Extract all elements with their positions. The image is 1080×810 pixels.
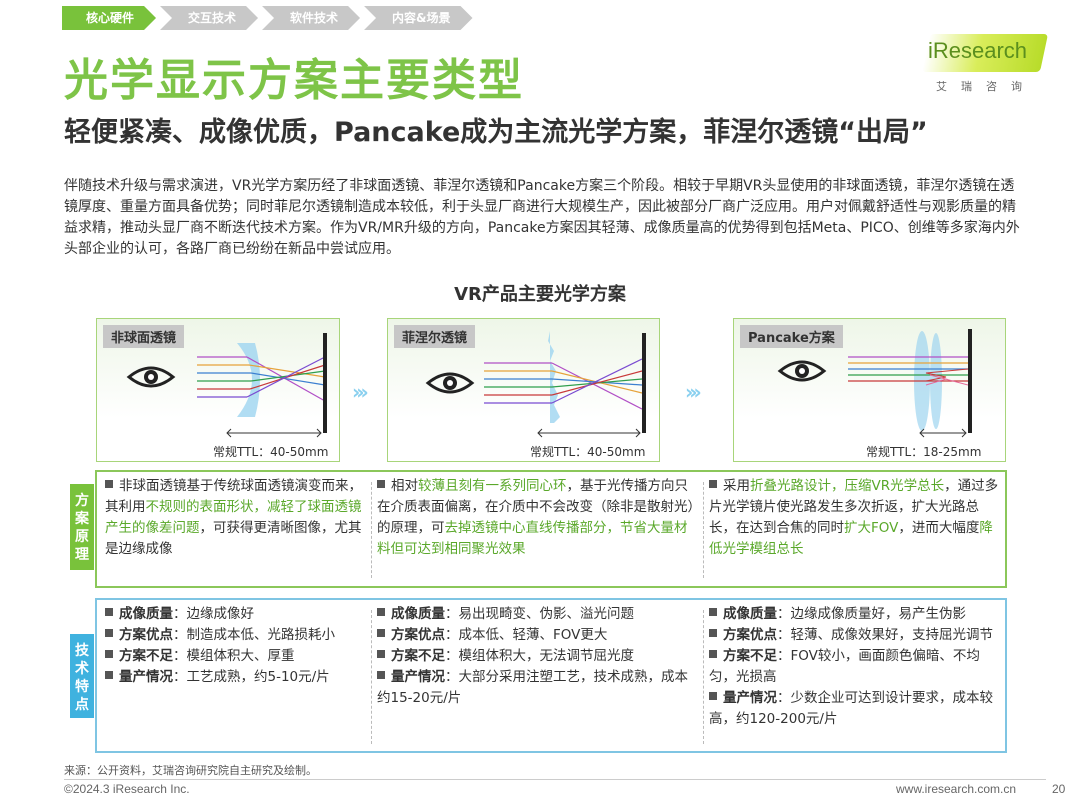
logo-name: iResearch (928, 38, 1028, 63)
features-aspheric: 成像质量：边缘成像好 方案优点：制造成本低、光路损耗小 方案不足：模组体积大、厚… (105, 604, 367, 688)
eye-icon (126, 366, 176, 388)
footer-divider (64, 779, 1046, 780)
chevron-right-icon: ››› (685, 380, 702, 404)
nav-tab-core-hardware[interactable]: 核心硬件 (62, 6, 156, 30)
chevron-right-icon: ››› (352, 380, 369, 404)
principle-side-label: 方案原理 (70, 484, 94, 570)
list-item: 成像质量：边缘成像好 (105, 604, 367, 625)
list-item: 方案优点：成本低、轻薄、FOV更大 (377, 625, 699, 646)
eye-icon (425, 372, 475, 394)
source-note: 来源：公开资料，艾瑞咨询研究院自主研究及绘制。 (64, 764, 317, 777)
principle-block: 非球面透镜基于传统球面透镜演变而来，其利用不规则的表面形状，减轻了球面透镜产生的… (95, 470, 1007, 588)
website-link[interactable]: www.iresearch.com.cn (896, 782, 1017, 796)
list-item: 方案优点：轻薄、成像效果好，支持屈光调节 (709, 625, 1001, 646)
features-pancake: 成像质量：边缘成像质量好，易产生伪影 方案优点：轻薄、成像效果好，支持屈光调节 … (709, 604, 1001, 730)
fresnel-lens-illustration (425, 331, 646, 438)
top-nav: 核心硬件 交互技术 软件技术 内容&场景 (62, 6, 477, 30)
copyright: ©2024.3 iResearch Inc. (64, 782, 190, 796)
page-number: 20 (1052, 782, 1066, 796)
nav-tab-interaction[interactable]: 交互技术 (160, 6, 258, 30)
nav-tab-content-scene[interactable]: 内容&场景 (364, 6, 472, 30)
intro-paragraph: 伴随技术升级与需求演进，VR光学方案历经了非球面透镜、菲涅尔透镜和Pancake… (64, 178, 1020, 257)
diagram-label-fresnel: 菲涅尔透镜 (394, 325, 476, 348)
principle-pancake: 采用折叠光路设计，压缩VR光学总长，通过多片光学镜片使光路发生多次折返，扩大光路… (709, 478, 999, 557)
ttl-fresnel: 常规TTL：40-50mm (530, 445, 646, 459)
ttl-aspheric: 常规TTL：40-50mm (213, 445, 329, 459)
diagram-aspheric: 非球面透镜 常规TTL：40-50mm (96, 318, 340, 462)
diagram-fresnel: 菲涅尔透镜 常规TTL：40-50mm (387, 318, 660, 462)
ttl-pancake: 常规TTL：18-25mm (866, 445, 982, 459)
diagram-label-aspheric: 非球面透镜 (103, 325, 185, 348)
section-title: VR产品主要光学方案 (454, 284, 626, 305)
iresearch-logo: iResearch 艾瑞咨询 (921, 34, 1050, 93)
logo-subtitle: 艾瑞咨询 (936, 80, 1036, 93)
features-side-label: 技术特点 (70, 634, 94, 718)
list-item: 方案不足：模组体积大、厚重 (105, 646, 367, 667)
page-title: 光学显示方案主要类型 (64, 55, 524, 106)
list-item: 量产情况：工艺成熟，约5-10元/片 (105, 667, 367, 688)
diagram-label-pancake: Pancake方案 (740, 325, 843, 348)
list-item: 方案不足：FOV较小，画面颜色偏暗、不均匀，光损高 (709, 648, 980, 685)
principle-aspheric: 非球面透镜基于传统球面透镜演变而来，其利用不规则的表面形状，减轻了球面透镜产生的… (105, 478, 362, 557)
diagram-pancake: Pancake方案 常规TTL：18-25mm (733, 318, 1006, 462)
eye-icon (777, 360, 827, 382)
features-block: 成像质量：边缘成像好 方案优点：制造成本低、光路损耗小 方案不足：模组体积大、厚… (95, 598, 1007, 753)
principle-fresnel: 相对较薄且刻有一系列同心环，基于光传播方向只在介质表面偏离，在介质中不会改变（除… (377, 478, 695, 557)
aspheric-lens-illustration (126, 333, 327, 438)
page-subtitle: 轻便紧凑、成像优质，Pancake成为主流光学方案，菲涅尔透镜“出局” (64, 117, 928, 148)
list-item: 成像质量：边缘成像质量好，易产生伪影 (709, 604, 1001, 625)
list-item: 方案优点：制造成本低、光路损耗小 (105, 625, 367, 646)
features-fresnel: 成像质量：易出现畸变、伪影、溢光问题 方案优点：成本低、轻薄、FOV更大 方案不… (377, 604, 699, 709)
list-item: 量产情况：少数企业可达到设计要求，成本较高，约120-200元/片 (709, 690, 993, 727)
nav-tab-software[interactable]: 软件技术 (262, 6, 360, 30)
list-item: 成像质量：易出现畸变、伪影、溢光问题 (377, 604, 699, 625)
list-item: 方案不足：模组体积大，无法调节屈光度 (377, 646, 699, 667)
pancake-lens-illustration (777, 329, 972, 438)
list-item: 量产情况：大部分采用注塑工艺，技术成熟，成本约15-20元/片 (377, 669, 688, 706)
